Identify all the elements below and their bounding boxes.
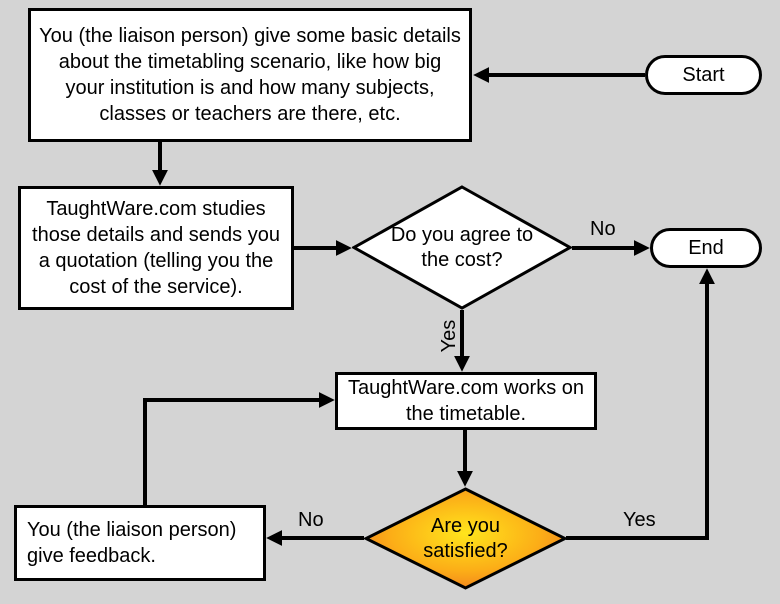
node-give-details-label: You (the liaison person) give some basic… <box>39 25 461 125</box>
edge-label-satisfied-no: No <box>298 509 324 531</box>
diamond-satisfied-shape <box>363 487 568 590</box>
node-quotation-label: TaughtWare.com studies those details and… <box>32 198 280 298</box>
diamond-satisfied-label: Are you satisfied? <box>423 514 508 562</box>
node-works-on-timetable-label: TaughtWare.com works on the timetable. <box>347 377 584 425</box>
node-feedback: You (the liaison person) give feedback. <box>14 505 266 581</box>
diamond-agree-cost: Do you agree to the cost? <box>352 185 572 310</box>
edge-label-satisfied-yes: Yes <box>623 509 656 531</box>
edge-feedback-to-works <box>143 392 335 505</box>
diamond-agree-cost-shape <box>352 185 572 310</box>
node-end: End <box>650 228 762 268</box>
node-quotation: TaughtWare.com studies those details and… <box>18 186 294 310</box>
node-start-label: Start <box>682 64 725 86</box>
edge-satisfied-to-end <box>566 268 715 540</box>
diamond-agree-cost-label: Do you agree to the cost? <box>390 223 534 271</box>
node-works-on-timetable: TaughtWare.com works on the timetable. <box>335 372 597 430</box>
node-start: Start <box>645 55 762 95</box>
edge-label-agree-no: No <box>590 218 616 240</box>
node-feedback-label: You (the liaison person) give feedback. <box>27 519 237 567</box>
diamond-satisfied: Are you satisfied? <box>363 487 568 590</box>
edge-label-agree-yes: Yes <box>438 319 460 353</box>
node-end-label: End <box>688 237 724 259</box>
node-give-details: You (the liaison person) give some basic… <box>28 8 472 142</box>
